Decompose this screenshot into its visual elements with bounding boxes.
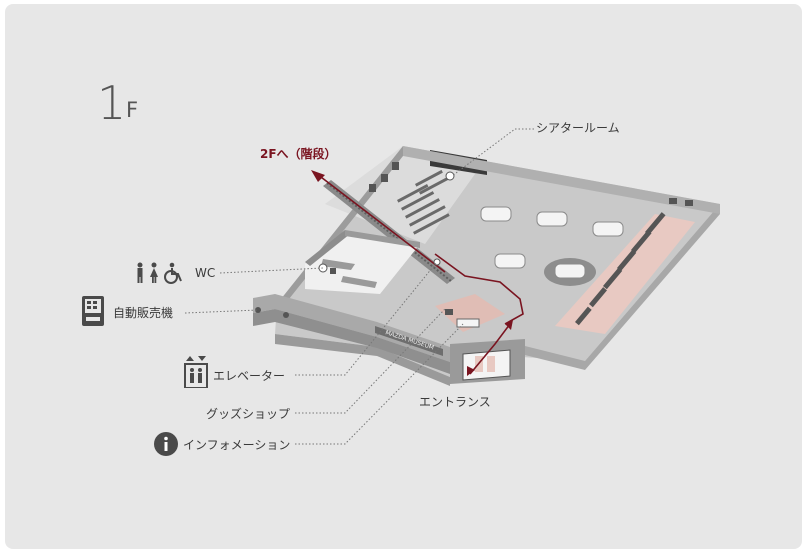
theater-poi <box>445 171 455 181</box>
entrance-structure <box>450 339 525 384</box>
wc-icon <box>135 262 185 288</box>
wall-marker <box>255 307 261 313</box>
car-exhibits <box>480 206 624 286</box>
label-elevator: エレベーター <box>213 369 286 383</box>
back-wall-top <box>403 146 720 214</box>
windows <box>369 162 693 206</box>
shelf <box>445 309 453 315</box>
label-vending-machine: 自動販売機 <box>113 306 174 320</box>
route-arrow-entrance <box>467 366 475 376</box>
counter <box>456 318 480 328</box>
floor-edge <box>275 334 450 386</box>
label-theater-room: シアタールーム <box>536 121 620 135</box>
elevator-icon <box>184 356 208 392</box>
label-information: インフォメーション <box>183 438 291 452</box>
front-wall <box>253 294 450 362</box>
floor-map-panel: MAZDA MUSEUM <box>5 4 802 549</box>
floor-unit: F <box>126 98 139 122</box>
label-stairs-2f: 2Fへ（階段） <box>260 147 337 161</box>
staircase <box>323 180 455 284</box>
route-arrow <box>505 320 513 330</box>
wc-poi <box>318 263 328 273</box>
service-rooms <box>305 230 420 294</box>
visitor-route <box>316 173 524 375</box>
theater-seats <box>397 169 450 235</box>
label-entrance: エントランス <box>419 395 491 409</box>
front-wall-face <box>253 309 450 374</box>
shop-area <box>435 294 505 332</box>
information-icon <box>154 432 178 460</box>
wall-marker <box>283 312 289 318</box>
floor-number: 1 <box>97 76 127 130</box>
museum-sign <box>375 326 443 356</box>
leader-lines <box>184 128 534 445</box>
vending-machine-icon <box>82 296 104 330</box>
route-arrow-stairs <box>311 170 325 182</box>
floor-edge-right <box>525 204 720 370</box>
display-rows <box>575 212 666 326</box>
label-wc: WC <box>195 266 216 280</box>
floor-map: MAZDA MUSEUM <box>184 128 720 445</box>
label-goods-shop: グッズショップ <box>206 407 291 421</box>
